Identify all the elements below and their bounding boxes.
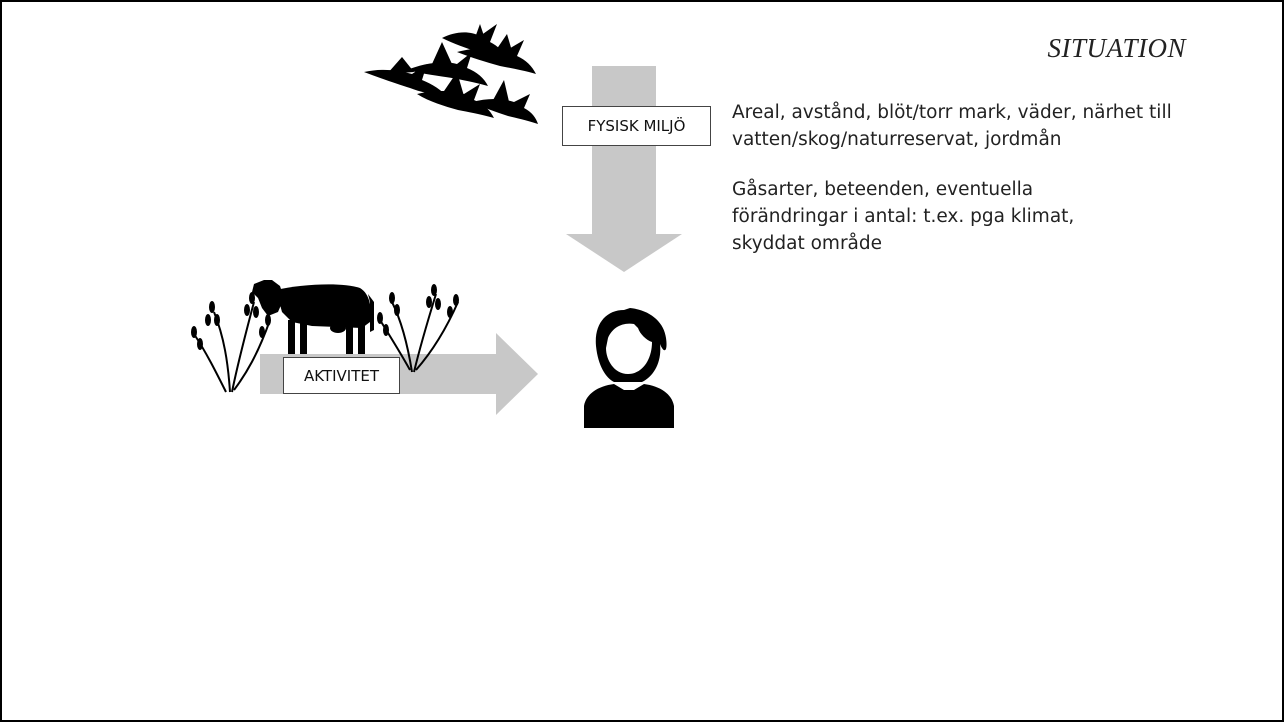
activity-label: AKTIVITET [283, 357, 400, 394]
description-physical: Areal, avstånd, blöt/torr mark, väder, n… [732, 102, 1172, 150]
wheat-icon [377, 284, 459, 373]
person-icon [584, 308, 674, 428]
description-geese: Gåsarter, beteenden, eventuella förändri… [732, 179, 1075, 254]
slide-title: SITUATION [1047, 33, 1186, 63]
wheat-icon [191, 292, 271, 393]
geese-flock-icon [364, 24, 538, 124]
cow-icon [252, 280, 374, 354]
down-arrow [566, 66, 682, 272]
physical-environment-label: FYSISK MILJÖ [562, 106, 711, 146]
